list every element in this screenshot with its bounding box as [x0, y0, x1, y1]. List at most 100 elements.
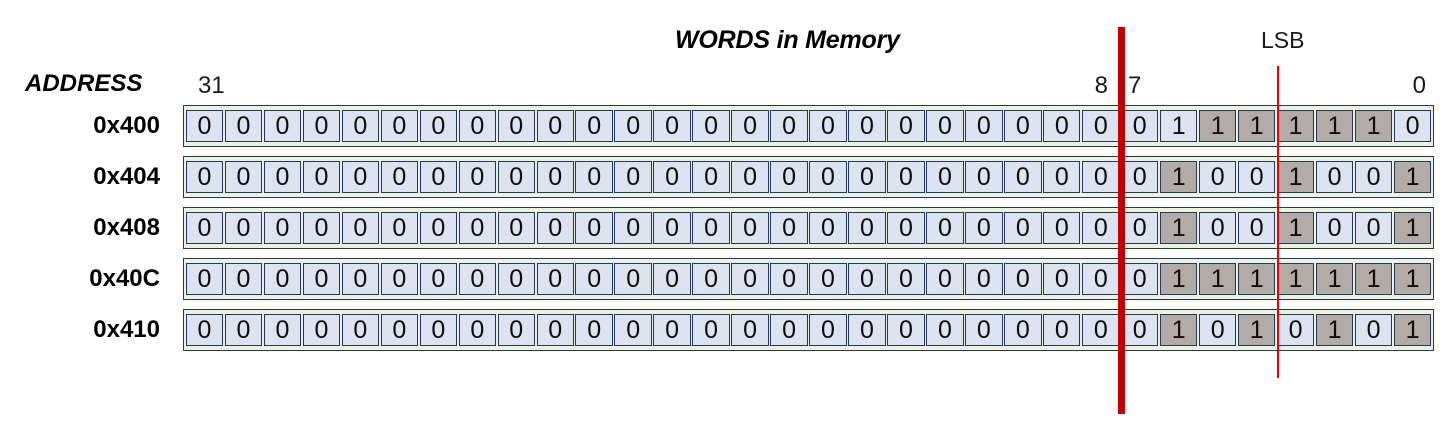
bit-cell: 0 — [263, 110, 302, 142]
bit-cell: 0 — [1354, 314, 1393, 346]
byte-divider-marker — [1118, 27, 1125, 414]
bit-cell: 0 — [809, 161, 847, 193]
bit-cell: 0 — [731, 212, 769, 244]
bit-cell: 0 — [614, 161, 652, 193]
address-column-header: ADDRESS — [25, 70, 143, 97]
address-label: 0x410 — [93, 316, 160, 343]
bit-cell: 0 — [1043, 212, 1081, 244]
bit-cell: 0 — [770, 161, 808, 193]
bit-cell: 0 — [1315, 161, 1354, 193]
bit-cell: 0 — [614, 110, 652, 142]
bit-cell: 0 — [536, 314, 574, 346]
bit-cell: 0 — [302, 212, 341, 244]
bit-cell: 0 — [692, 161, 730, 193]
bit-cell: 0 — [380, 212, 419, 244]
bit-cell: 0 — [224, 110, 263, 142]
bit-cell: 0 — [419, 314, 457, 346]
bit-cell: 0 — [341, 110, 380, 142]
bit-cell: 0 — [185, 110, 224, 142]
bit-cell: 1 — [1160, 110, 1198, 142]
bit-cell: 0 — [731, 263, 769, 295]
bit-cell: 0 — [263, 212, 302, 244]
bit-cell: 0 — [692, 212, 730, 244]
bit-cell: 1 — [1315, 314, 1354, 346]
bit-cell: 0 — [536, 212, 574, 244]
bit-cell: 0 — [887, 314, 925, 346]
bit-cell: 0 — [341, 314, 380, 346]
bit-cell: 0 — [731, 314, 769, 346]
bit-cell: 0 — [1004, 212, 1042, 244]
bit-cell: 0 — [380, 314, 419, 346]
bit-cell: 1 — [1393, 161, 1432, 193]
bit-cell: 0 — [887, 161, 925, 193]
bit-cell: 0 — [458, 314, 496, 346]
bit-cell: 0 — [1004, 263, 1042, 295]
bit-cell: 0 — [458, 212, 496, 244]
bit-cell: 0 — [1276, 314, 1315, 346]
bit-cell: 0 — [965, 212, 1003, 244]
address-label: 0x40C — [89, 265, 160, 292]
bit-cell: 1 — [1354, 263, 1393, 295]
bit-cell: 0 — [341, 263, 380, 295]
bit-cell: 0 — [614, 263, 652, 295]
bit-cell: 0 — [1082, 212, 1120, 244]
bit-cell: 0 — [653, 263, 691, 295]
bit-cell: 0 — [1004, 314, 1042, 346]
bit-cell: 1 — [1198, 110, 1237, 142]
bit-cell: 0 — [458, 161, 496, 193]
bit-cell: 1 — [1276, 263, 1315, 295]
bit-cell: 0 — [1082, 314, 1120, 346]
bit-cell: 0 — [380, 110, 419, 142]
bit-cell: 0 — [770, 263, 808, 295]
bit-cell: 0 — [809, 212, 847, 244]
bit-cell: 0 — [458, 110, 496, 142]
bit-cell: 0 — [809, 314, 847, 346]
bit-cell: 0 — [653, 110, 691, 142]
address-label: 0x408 — [93, 214, 160, 241]
bit-cell: 0 — [887, 212, 925, 244]
bit-cell: 0 — [653, 212, 691, 244]
bit-cell: 0 — [731, 161, 769, 193]
bit-cell: 0 — [926, 212, 964, 244]
address-label: 0x404 — [93, 163, 160, 190]
bit-cell: 0 — [887, 110, 925, 142]
bit-cell: 0 — [497, 161, 535, 193]
bit-cell: 0 — [419, 263, 457, 295]
bit-cell: 0 — [536, 110, 574, 142]
bit-cell: 0 — [341, 161, 380, 193]
bit-cell: 0 — [692, 263, 730, 295]
bit-cell: 0 — [302, 263, 341, 295]
bit-cell: 0 — [731, 110, 769, 142]
bit-cell: 0 — [1043, 161, 1081, 193]
bit-cell: 0 — [614, 212, 652, 244]
bit-cell: 0 — [575, 263, 613, 295]
bit-cell: 0 — [1082, 161, 1120, 193]
bit-cell: 1 — [1237, 110, 1276, 142]
bit-cell: 0 — [458, 263, 496, 295]
bit-cell: 0 — [536, 263, 574, 295]
bit-cell: 0 — [1004, 161, 1042, 193]
bit-cell: 0 — [263, 161, 302, 193]
bit-cell: 0 — [692, 314, 730, 346]
bit-cell: 0 — [965, 314, 1003, 346]
bit-cell: 0 — [1121, 110, 1159, 142]
bit-cell: 0 — [770, 110, 808, 142]
bit-cell: 0 — [887, 263, 925, 295]
bit-cell: 1 — [1160, 161, 1198, 193]
bit-cell: 0 — [848, 263, 886, 295]
bit-cell: 0 — [497, 212, 535, 244]
bit-index-7: 7 — [1128, 72, 1142, 99]
bit-cell: 1 — [1393, 314, 1432, 346]
bit-cell: 0 — [692, 110, 730, 142]
bit-cell: 0 — [848, 314, 886, 346]
bit-cell: 0 — [1004, 110, 1042, 142]
bit-cell: 0 — [263, 314, 302, 346]
bit-cell: 0 — [263, 263, 302, 295]
bit-cell: 1 — [1315, 263, 1354, 295]
bit-index-8: 8 — [1094, 72, 1108, 99]
bit-cell: 0 — [1198, 314, 1237, 346]
